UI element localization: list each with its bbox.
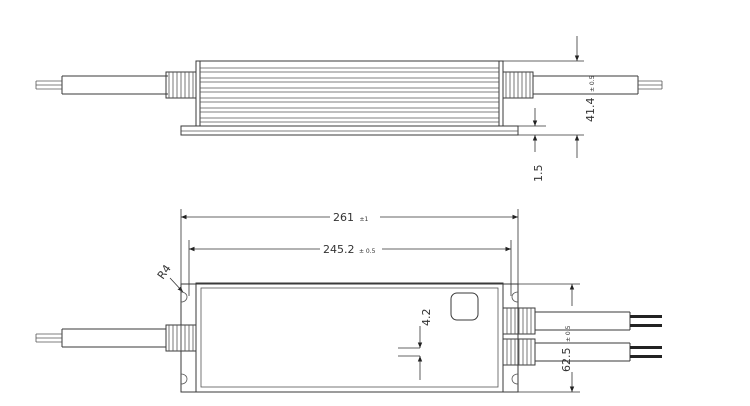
top-right-gland-lower	[502, 338, 536, 366]
side-right-cable	[533, 75, 663, 95]
height-value: 41.4	[584, 98, 597, 123]
mount-length-value: 245.2	[323, 243, 355, 256]
top-left-cable	[35, 328, 166, 348]
side-left-cable	[35, 75, 168, 95]
hole-dimension: 4.2	[398, 309, 433, 380]
top-right-cable-lower	[535, 342, 662, 362]
top-right-cable-upper	[535, 311, 662, 331]
corner-radius-label: R4	[155, 262, 184, 293]
overall-length-value: 261	[333, 211, 354, 224]
svg-text:41.4 ± 0.5: 41.4 ± 0.5	[584, 75, 597, 122]
top-housing	[195, 282, 504, 393]
mount-length-tolerance: ± 0.5	[359, 248, 376, 255]
overall-length-tolerance: ±1	[360, 216, 369, 223]
mount-length-dimension: 245.2 ± 0.5	[188, 240, 512, 296]
top-right-gland-upper	[502, 307, 536, 335]
flange-dimension: 1.5	[518, 108, 546, 182]
top-view: 261 ±1 245.2 ± 0.5 R4	[35, 209, 662, 393]
svg-text:261 ±1: 261 ±1	[333, 211, 369, 224]
side-view: 41.4 ± 0.5 1.5	[35, 36, 663, 182]
hole-value: 4.2	[420, 309, 433, 327]
flange-value: 1.5	[532, 165, 545, 183]
side-housing	[180, 60, 519, 136]
top-flange-plate	[180, 283, 519, 393]
overall-length-dimension: 261 ±1	[180, 209, 519, 296]
top-left-gland	[165, 324, 197, 352]
height-tolerance: ± 0.5	[589, 75, 596, 92]
label-window	[450, 292, 479, 321]
width-tolerance: ± 0.5	[565, 325, 572, 342]
svg-text:62.5 ± 0.5: 62.5 ± 0.5	[560, 325, 573, 372]
width-value: 62.5	[560, 348, 573, 373]
svg-text:245.2 ± 0.5: 245.2 ± 0.5	[323, 243, 376, 256]
width-dimension: 62.5 ± 0.5	[518, 283, 580, 393]
side-left-gland	[165, 71, 197, 99]
height-dimension: 41.4 ± 0.5	[503, 36, 597, 158]
side-right-gland	[502, 71, 534, 99]
